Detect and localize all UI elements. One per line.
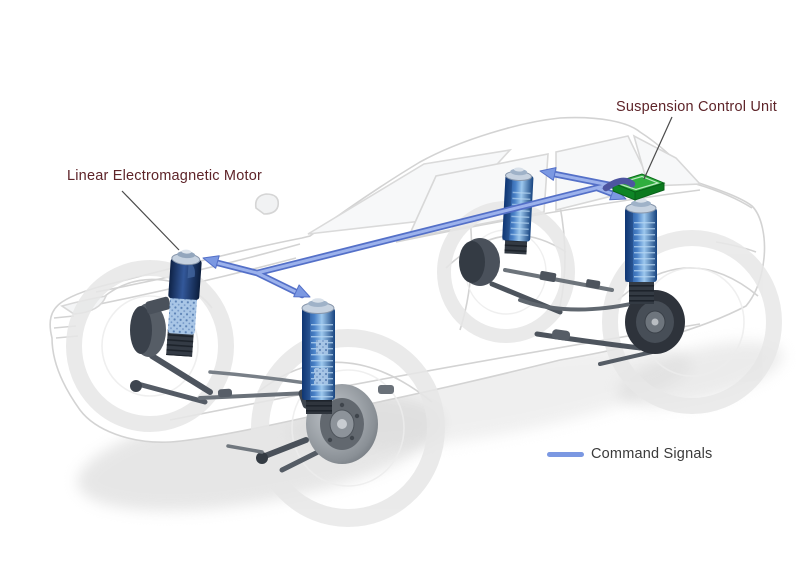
linear-electromagnetic-motor-strut-rear-right bbox=[534, 198, 685, 366]
motor-pointer-line bbox=[121, 190, 180, 251]
scu-pointer-line bbox=[643, 116, 673, 180]
legend: Command Signals bbox=[547, 446, 712, 462]
linear-electromagnetic-motor-strut-front-right bbox=[226, 298, 378, 473]
label-suspension-control-unit: Suspension Control Unit bbox=[616, 99, 777, 115]
command-signals-line-swatch bbox=[547, 451, 584, 457]
control-unit-cable bbox=[602, 177, 636, 192]
arrowhead-rear-left bbox=[539, 167, 557, 181]
rear-window bbox=[632, 134, 702, 187]
legend-label: Command Signals bbox=[591, 446, 713, 462]
side-mirror bbox=[254, 193, 280, 215]
arrowhead-front-right bbox=[293, 284, 311, 298]
ghost-wheels bbox=[66, 201, 782, 527]
suspension-control-unit-box bbox=[602, 173, 666, 201]
arrowhead-front-left bbox=[202, 255, 220, 269]
callout-pointer-lines bbox=[121, 116, 673, 251]
label-linear-electromagnetic-motor: Linear Electromagnetic Motor bbox=[67, 168, 262, 184]
